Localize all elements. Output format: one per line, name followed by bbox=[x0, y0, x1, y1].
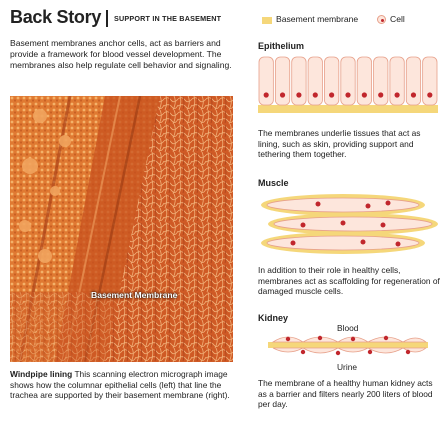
epithelial-cell bbox=[324, 56, 340, 106]
section-kicker: SUPPORT IN THE BASEMENT bbox=[114, 14, 222, 23]
title-divider bbox=[106, 10, 108, 27]
epithelial-cell bbox=[405, 56, 422, 106]
kidney-diagram bbox=[258, 320, 438, 373]
muscle-text: In addition to their role in healthy cel… bbox=[258, 265, 440, 297]
epithelial-cell bbox=[422, 56, 438, 106]
intro-text: Basement membranes anchor cells, act as … bbox=[10, 38, 232, 70]
epithelium-text: The membranes underlie tissues that act … bbox=[258, 128, 421, 160]
urine-label: Urine bbox=[337, 362, 358, 372]
epithelial-cell bbox=[258, 56, 274, 106]
photo-caption: Windpipe lining This scanning electron m… bbox=[10, 369, 235, 401]
muscle-title: Muscle bbox=[258, 178, 289, 188]
cell-nucleus bbox=[361, 92, 367, 98]
muscle-diagram bbox=[258, 188, 438, 263]
caption-lead: Windpipe lining bbox=[10, 369, 73, 379]
cell-nucleus bbox=[296, 92, 302, 98]
epithelial-cell bbox=[307, 56, 323, 106]
cell-nucleus bbox=[329, 92, 335, 98]
basement-membrane-photo-label: Basement Membrane bbox=[91, 290, 178, 300]
page-title: Back Story bbox=[10, 7, 102, 27]
cell-legend-icon bbox=[377, 15, 386, 24]
epithelial-cell bbox=[356, 56, 372, 106]
epithelial-cell bbox=[340, 56, 356, 106]
epithelium-diagram bbox=[258, 55, 438, 122]
epithelial-cell bbox=[291, 56, 307, 106]
cell-nucleus bbox=[263, 92, 269, 98]
epithelial-cell bbox=[274, 56, 291, 106]
cell-nucleus bbox=[394, 92, 400, 98]
caption-text: This scanning electron micrograph image … bbox=[10, 369, 230, 401]
legend-membrane-label: Basement membrane bbox=[276, 14, 359, 24]
blood-label: Blood bbox=[337, 323, 359, 333]
membrane-swatch-icon bbox=[262, 17, 272, 24]
epithelium-title: Epithelium bbox=[258, 41, 305, 51]
cell-nucleus bbox=[312, 92, 318, 98]
epithelial-cell bbox=[373, 56, 389, 106]
kidney-text: The membrane of a healthy human kidney a… bbox=[258, 378, 433, 410]
epithelial-cell bbox=[389, 56, 405, 106]
electron-micrograph-image bbox=[10, 96, 233, 362]
cell-nucleus bbox=[279, 92, 286, 98]
cell-nucleus bbox=[345, 92, 351, 98]
legend-cell-label: Cell bbox=[390, 14, 405, 24]
cell-nucleus bbox=[427, 92, 433, 98]
cell-nucleus bbox=[410, 92, 417, 98]
kidney-title: Kidney bbox=[258, 313, 289, 323]
cell-nucleus bbox=[378, 92, 384, 98]
